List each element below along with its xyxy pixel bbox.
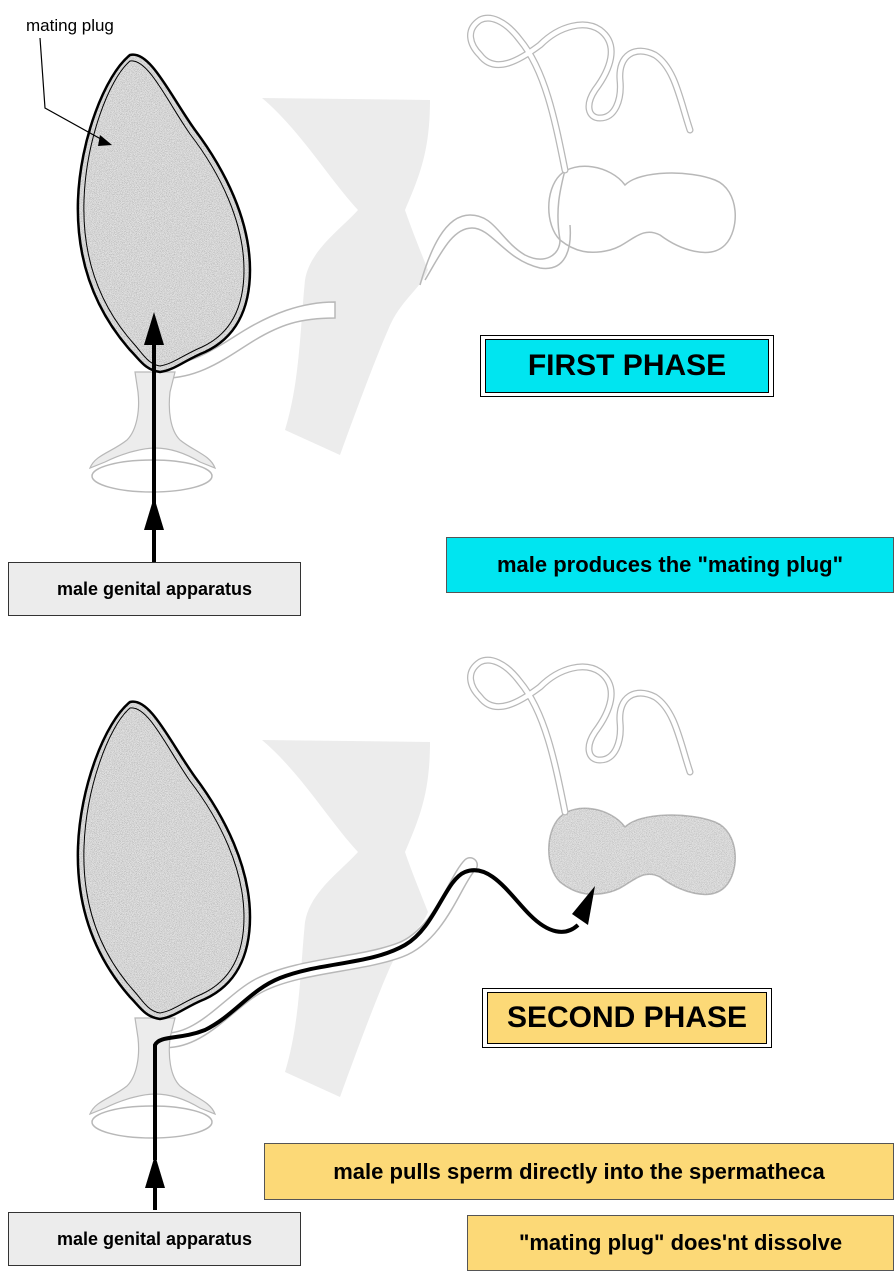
phase1-spermatheca	[549, 166, 735, 252]
phase1-gland-tube	[471, 18, 690, 170]
phase2-male-ring	[92, 1106, 212, 1138]
phase2-figure	[78, 660, 735, 1210]
phase1-title-box: FIRST PHASE	[480, 335, 774, 397]
phase2-male-label: male genital apparatus	[8, 1212, 301, 1266]
phase2-description: male pulls sperm directly into the sperm…	[264, 1143, 894, 1200]
phase1-male-label: male genital apparatus	[8, 562, 301, 616]
phase2-note: "mating plug" does'nt dissolve	[467, 1215, 894, 1271]
phase1-description: male produces the "mating plug"	[446, 537, 894, 593]
phase1-figure	[40, 18, 735, 562]
phase1-oviduct	[420, 170, 570, 285]
phase2-gland-tube	[471, 660, 690, 812]
phase1-title: FIRST PHASE	[485, 339, 769, 393]
phase2-vagina	[262, 740, 430, 1097]
mating-plug-label: mating plug	[26, 16, 114, 36]
phase2-up-arrow-head-mid	[145, 1155, 165, 1188]
phase2-title: SECOND PHASE	[487, 992, 767, 1044]
phase1-up-arrow-head-mid	[144, 497, 164, 530]
phase2-title-box: SECOND PHASE	[482, 988, 772, 1048]
phase1-vagina	[262, 98, 430, 455]
